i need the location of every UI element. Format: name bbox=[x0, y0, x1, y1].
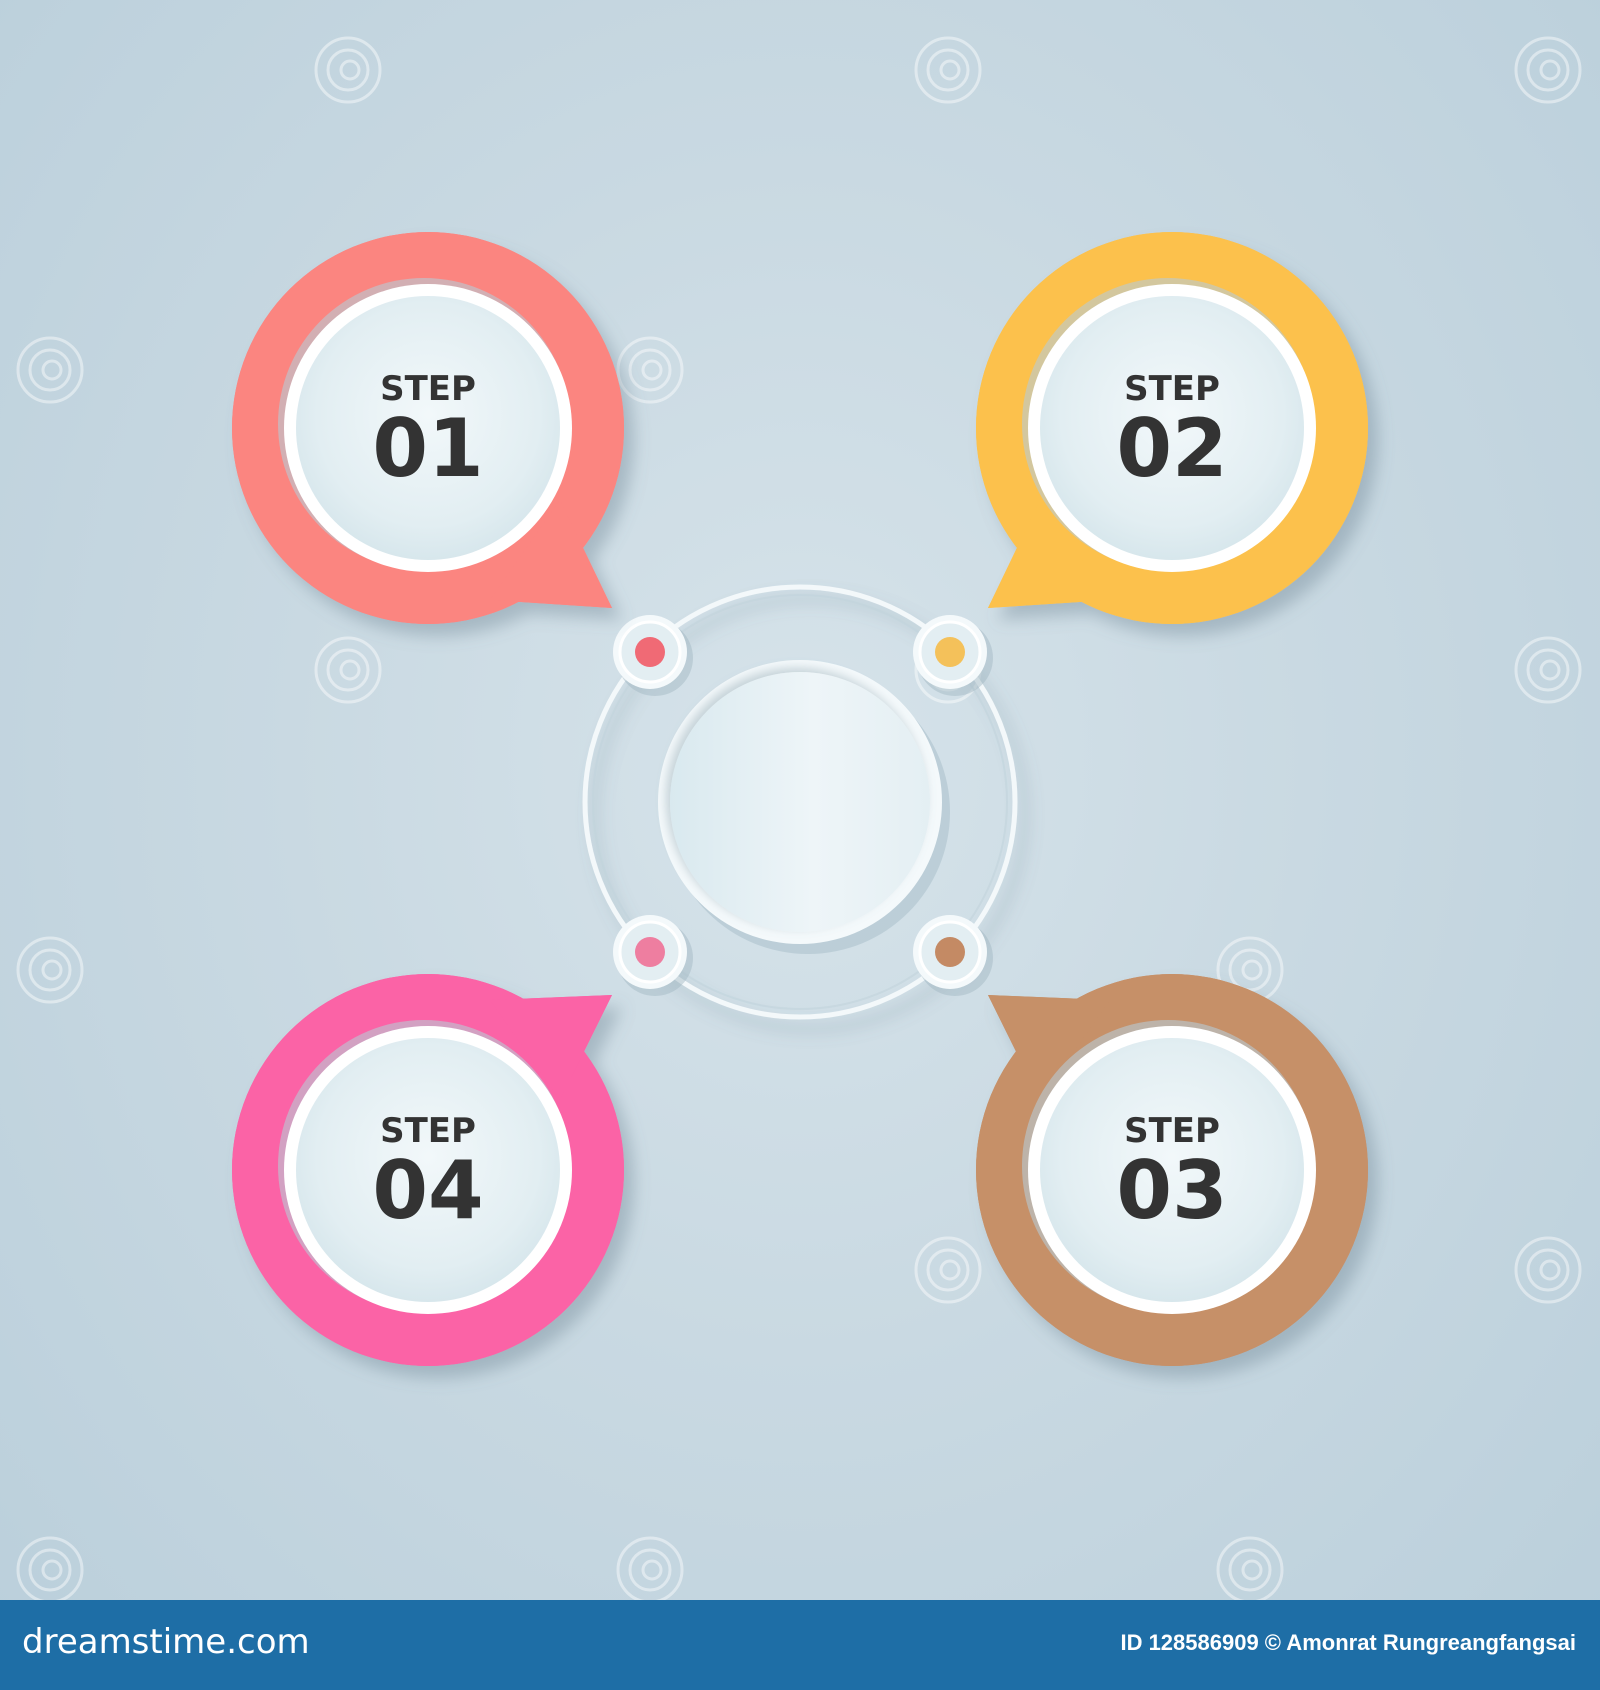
badge-disc bbox=[296, 296, 560, 560]
step-word: STEP bbox=[1124, 1111, 1220, 1151]
speech-tail bbox=[490, 500, 612, 608]
spiral-watermark-icon bbox=[616, 336, 684, 404]
connector-dot bbox=[935, 937, 965, 967]
step-word: STEP bbox=[380, 1111, 476, 1151]
brand-logo: dreamstime.com bbox=[22, 1622, 310, 1662]
step-number: 02 bbox=[1116, 402, 1227, 495]
spiral-watermark-icon bbox=[914, 1236, 982, 1304]
hub-disc bbox=[670, 672, 930, 932]
step-word: STEP bbox=[1124, 369, 1220, 409]
spiral-watermark-icon bbox=[1514, 636, 1582, 704]
connector-node-3 bbox=[913, 915, 993, 996]
connector-node-2 bbox=[913, 615, 993, 696]
connector-dot bbox=[935, 637, 965, 667]
spiral-watermark-icon bbox=[914, 36, 982, 104]
speech-tail bbox=[490, 995, 612, 1100]
spiral-watermark-icon bbox=[1514, 36, 1582, 104]
connector-node-4 bbox=[613, 915, 693, 996]
spiral-watermark-icon bbox=[16, 1536, 84, 1600]
spiral-watermark-icon bbox=[16, 936, 84, 1004]
spiral-watermark-icon bbox=[1216, 1536, 1284, 1600]
step-number: 03 bbox=[1116, 1144, 1227, 1237]
step-word: STEP bbox=[380, 369, 476, 409]
spiral-watermark-icon bbox=[314, 36, 382, 104]
step-number: 01 bbox=[372, 402, 483, 495]
spiral-watermark-icon bbox=[16, 336, 84, 404]
connector-dot bbox=[635, 937, 665, 967]
connector-dot bbox=[635, 637, 665, 667]
connector-node-1 bbox=[613, 615, 693, 696]
connector-nodes bbox=[613, 615, 993, 996]
speech-tail bbox=[988, 995, 1110, 1100]
step-number: 04 bbox=[372, 1144, 483, 1237]
badge-disc bbox=[296, 1038, 560, 1302]
spiral-watermark-icon bbox=[1514, 1236, 1582, 1304]
spiral-watermark-icon bbox=[314, 636, 382, 704]
spiral-watermark-icon bbox=[616, 1536, 684, 1600]
badge-disc bbox=[1040, 1038, 1304, 1302]
central-hub bbox=[582, 584, 1018, 1020]
image-credit: ID 128586909 © Amonrat Rungreangfangsai bbox=[1120, 1630, 1576, 1655]
footer-bar: dreamstime.com ID 128586909 © Amonrat Ru… bbox=[0, 1600, 1600, 1690]
badge-disc bbox=[1040, 296, 1304, 560]
speech-tail bbox=[988, 500, 1110, 608]
